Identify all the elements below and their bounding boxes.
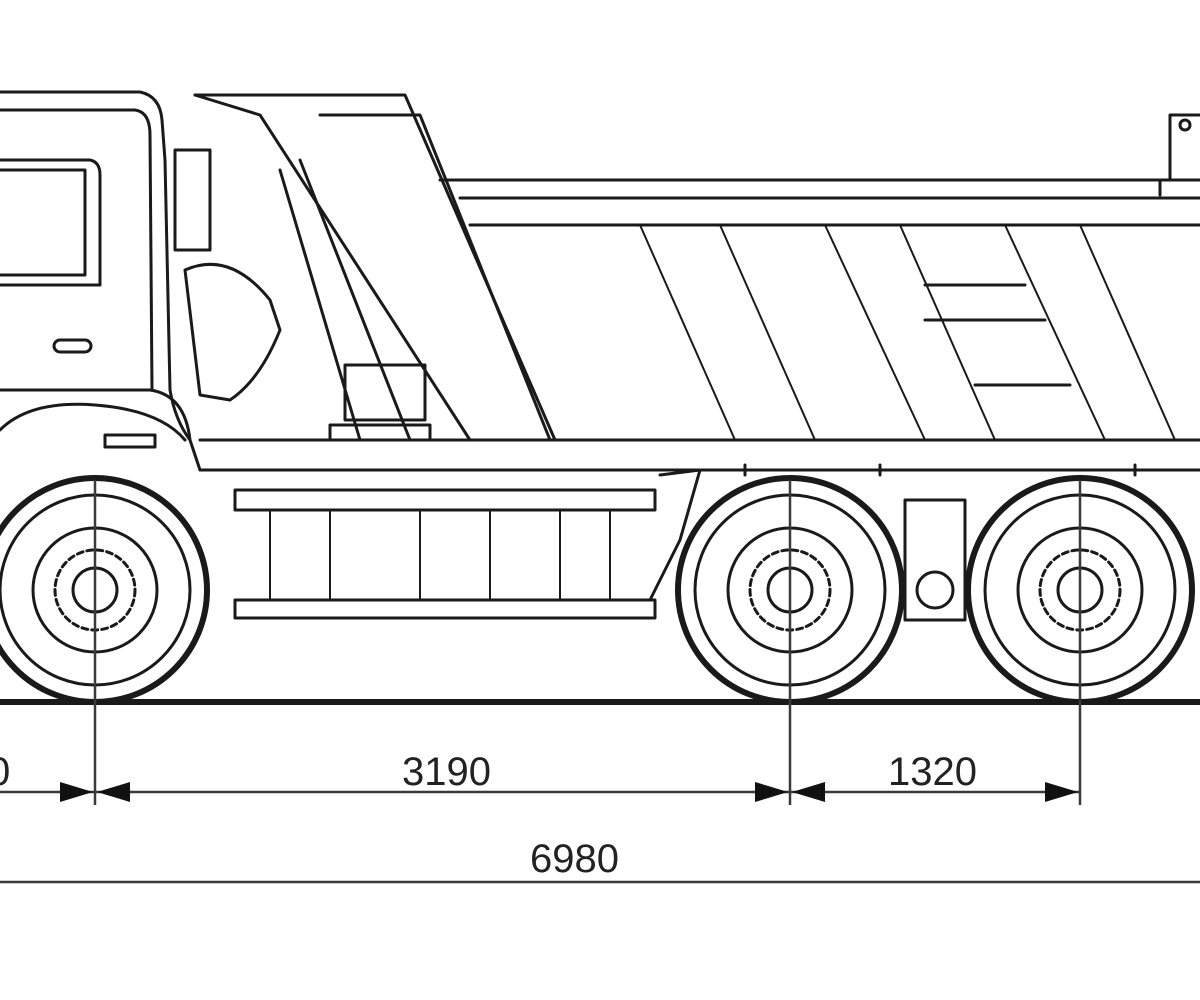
dimension-lines	[0, 480, 1200, 884]
arrow	[97, 782, 130, 802]
hydraulic-unit	[328, 363, 432, 442]
arrow	[60, 782, 93, 802]
cab	[0, 90, 282, 472]
wheel-front	[0, 475, 210, 705]
fender-rear-cab	[183, 262, 282, 402]
arrow	[792, 782, 825, 802]
dim-label-front-overhang: 0	[0, 750, 10, 794]
arrow	[755, 782, 788, 802]
dim-label-axle-spacing: 1320	[888, 750, 977, 794]
dim-label-overall-length: 6980	[530, 837, 619, 881]
chassis-frame	[198, 438, 1200, 622]
arrow	[1045, 782, 1078, 802]
dim-label-wheelbase: 3190	[402, 750, 491, 794]
air-intake	[173, 148, 212, 252]
door-handle	[52, 338, 93, 354]
